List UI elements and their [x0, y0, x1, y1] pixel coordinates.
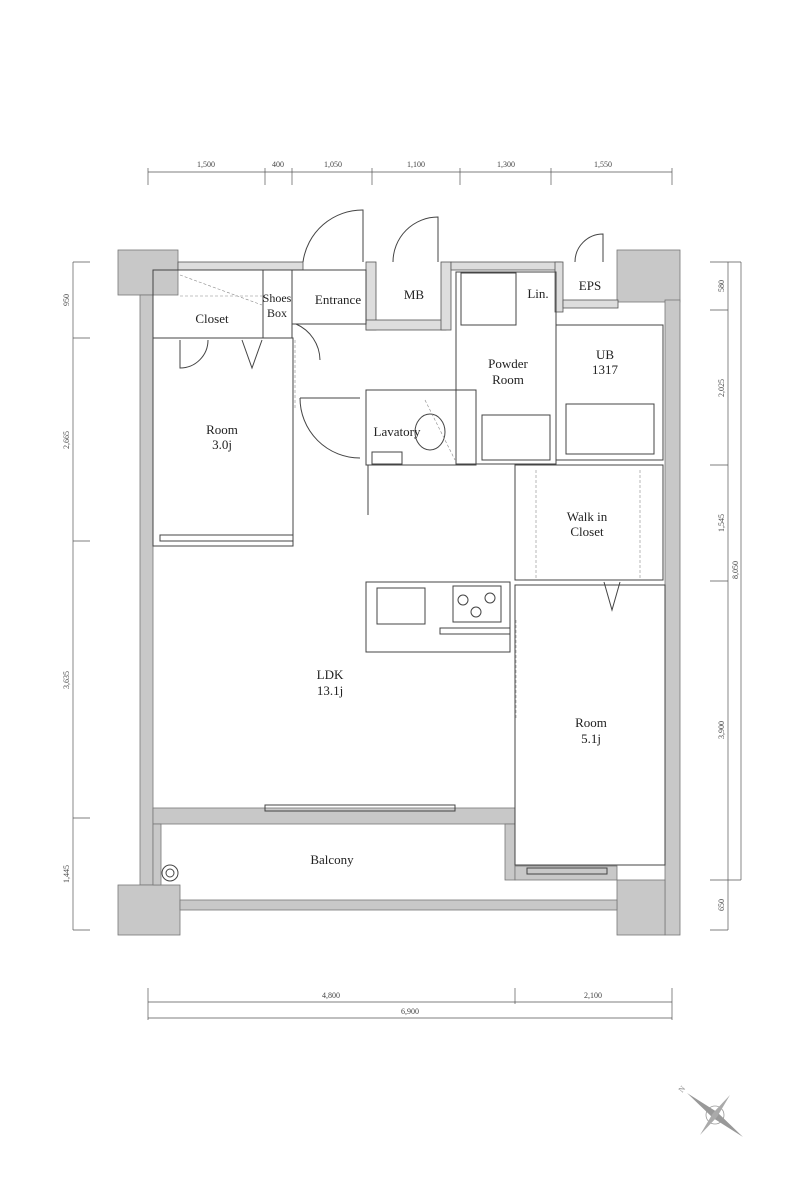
dim-right-2: 2,025 — [717, 379, 726, 397]
label-room-west-2: 3.0j — [212, 437, 232, 452]
compass-rose-icon: N — [677, 1084, 743, 1137]
label-ub-2: 1317 — [592, 362, 619, 377]
dim-right-5: 650 — [717, 899, 726, 911]
label-ldk-2: 13.1j — [317, 683, 343, 698]
label-lin: Lin. — [527, 286, 548, 301]
dim-top-3: 1,050 — [324, 160, 342, 169]
dim-bottom-1: 4,800 — [322, 991, 340, 1000]
dim-right-total: 8,050 — [731, 561, 740, 579]
dim-left-4: 1,445 — [62, 865, 71, 883]
label-powder-room-2: Room — [492, 372, 524, 387]
left-dimensions: 950 2,665 3,635 1,445 — [62, 261, 90, 931]
label-walk-in-closet-2: Closet — [570, 524, 604, 539]
label-room-west-1: Room — [206, 422, 238, 437]
dim-top-6: 1,550 — [594, 160, 612, 169]
label-walk-in-closet-1: Walk in — [567, 509, 608, 524]
label-room-east-2: 5.1j — [581, 731, 601, 746]
dim-left-2: 2,665 — [62, 431, 71, 449]
label-shoes-box-1: Shoes — [263, 291, 292, 305]
top-dimensions: 1,500 400 1,050 1,100 1,300 1,550 — [147, 160, 673, 185]
dim-left-3: 3,635 — [62, 671, 71, 689]
right-dimensions: 580 2,025 1,545 3,900 650 8,050 — [710, 261, 742, 931]
partitions — [152, 209, 666, 882]
label-shoes-box-2: Box — [267, 306, 287, 320]
label-mb: MB — [404, 287, 425, 302]
dim-top-2: 400 — [272, 160, 284, 169]
dim-top-5: 1,300 — [497, 160, 515, 169]
label-ldk-1: LDK — [317, 667, 344, 682]
label-entrance: Entrance — [315, 292, 361, 307]
hidden-lines — [179, 274, 641, 720]
walls — [117, 249, 681, 936]
dim-right-1: 580 — [717, 280, 726, 292]
label-powder-room-1: Powder — [488, 356, 528, 371]
dim-right-4: 3,900 — [717, 721, 726, 739]
label-lavatory: Lavatory — [374, 424, 421, 439]
label-eps: EPS — [579, 278, 601, 293]
dim-left-1: 950 — [62, 294, 71, 306]
dim-right-3: 1,545 — [717, 514, 726, 532]
label-balcony: Balcony — [310, 852, 354, 867]
label-ub-1: UB — [596, 347, 614, 362]
label-room-east-1: Room — [575, 715, 607, 730]
dim-bottom-total: 6,900 — [401, 1007, 419, 1016]
dim-bottom-2: 2,100 — [584, 991, 602, 1000]
dim-top-1: 1,500 — [197, 160, 215, 169]
bottom-dimensions: 4,800 2,100 6,900 — [147, 988, 673, 1020]
dim-top-4: 1,100 — [407, 160, 425, 169]
compass-north-label: N — [677, 1084, 688, 1094]
label-closet: Closet — [195, 311, 229, 326]
